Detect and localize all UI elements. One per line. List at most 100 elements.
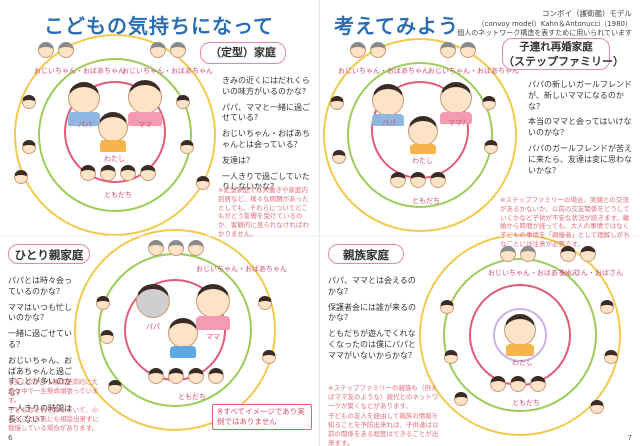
police-icon	[14, 170, 28, 184]
child-icon	[98, 112, 128, 142]
police-icon	[332, 150, 346, 164]
police-icon	[454, 392, 468, 406]
friend-icon	[430, 172, 446, 188]
credit-line-2: （convoy model）Kahn＆Antonucci（1980）	[477, 20, 632, 28]
question-4: おじいちゃん、おばあちゃんと過ごすことが多いのかな？	[8, 355, 72, 398]
grandparents-label: おじいちゃん・おばあちゃん	[34, 67, 125, 75]
papa-body	[372, 114, 404, 126]
right-bottom-section-label: 親族家庭	[328, 244, 404, 264]
left-top-section-label: （定型）家庭	[200, 42, 286, 64]
left-bottom-notes: ※多くのひとり親は経済的に大変な中で一生懸命頑張っています。 子どもはそれを知っ…	[8, 378, 104, 435]
left-headline: こどもの気持ちになって	[44, 14, 274, 38]
grandfather-icon	[148, 240, 164, 256]
worker-icon	[440, 300, 454, 314]
papa-icon	[372, 84, 404, 116]
note-2: 子どもはそれを知っていて、小さなことを気にも相談出来ずに我慢している場合がありま…	[8, 406, 99, 432]
mama-icon	[440, 82, 472, 114]
question-1: パパの新しいガールフレンドが、新しいママになるのかな？	[528, 80, 632, 111]
friend-icon	[100, 165, 116, 181]
papa-icon	[68, 82, 100, 114]
worker-icon	[100, 330, 114, 344]
friend-icon	[490, 376, 506, 392]
question-5: 一人きりの時間は長くない？	[8, 403, 72, 424]
question-2: パパ、ママと一緒に過ごせている？	[222, 102, 310, 123]
papa-label: パパ	[146, 323, 160, 331]
worker-icon	[484, 140, 498, 154]
left-bottom-questions: パパとは時々会っているのかな？ ママはいつも忙しいのかな？ 一緒に過ごせている？…	[8, 276, 74, 431]
me-label: わたし	[104, 155, 125, 163]
left-page: こどもの気持ちになって おじいちゃん・おばあちゃん おじいちゃん・おばあちゃん …	[0, 14, 320, 442]
worker-icon	[604, 350, 618, 364]
page-divider	[319, 0, 320, 446]
worker-icon	[22, 95, 36, 109]
papa-icon	[136, 284, 170, 318]
question-2: ママはいつも忙しいのかな？	[8, 302, 72, 323]
note-2: 子どもの友人を経由して親族の情報を知ることを予防出来れば、子供達は以前の関係をあ…	[328, 412, 439, 446]
child-icon	[168, 318, 198, 348]
uncle-icon	[560, 246, 576, 262]
friend-icon	[80, 165, 96, 181]
grandfather-icon	[38, 42, 54, 58]
friends-label: ともだち	[512, 399, 540, 407]
police-icon	[108, 380, 122, 394]
friends-label: ともだち	[412, 197, 440, 205]
child-body	[506, 344, 534, 356]
grandfather-icon	[150, 42, 166, 58]
worker-icon	[196, 176, 210, 190]
grandparents-label-2: おじいちゃん・おばあちゃん	[122, 67, 213, 75]
friend-icon	[188, 368, 204, 384]
grandfather-icon	[188, 240, 204, 256]
worker-icon	[258, 296, 272, 310]
child-icon	[504, 314, 536, 346]
friends-label: ともだち	[178, 393, 206, 401]
grandparents-label: おじいちゃん・おばあちゃん	[338, 67, 429, 75]
papa-body	[68, 112, 100, 126]
question-3: ともだちが遊んでくれなくなったのは僕にパパとママがいないからかな？	[328, 329, 416, 360]
worker-icon	[444, 350, 458, 364]
question-3: おじいちゃん・おばあちゃんとは会っている？	[222, 129, 310, 149]
question-2: 本当のママと会ってはいけないのかな？	[528, 117, 632, 138]
right-top-note: ※ステップファミリーの場合、実親との交流があるかないか、以前の交友関係をどうして…	[500, 196, 630, 248]
mama-label: ママ	[206, 333, 220, 341]
friend-icon	[390, 172, 406, 188]
friend-icon	[140, 165, 156, 181]
friend-icon	[510, 376, 526, 392]
question-5: 一人きりで過ごしていたりしないかな？	[222, 171, 310, 192]
relatives-label: おじさん・おばさん	[560, 269, 623, 277]
mama-icon	[128, 80, 162, 114]
question-2: 保護者会には誰が来るのかな？	[328, 302, 416, 323]
page-number-right: 7	[627, 434, 632, 442]
friend-icon	[148, 368, 164, 384]
worker-icon	[262, 350, 276, 364]
mama-body	[196, 316, 230, 330]
grandparents-label-2: おじいちゃん・おばあちゃん	[428, 67, 519, 75]
right-headline: 考えてみよう	[334, 14, 459, 38]
question-1: きみの近くにはだれくらいの味方がいるのかな？	[222, 76, 310, 96]
grandmother-icon	[170, 42, 186, 58]
disclaimer-callout: ※すべてイメージであり実例ではありません	[212, 404, 312, 430]
page-number-left: 6	[8, 434, 13, 442]
mama-label: ママ？	[448, 119, 469, 127]
right-bottom-notes: ※ステップファミリーの親族も（例えばママ友のような）親代とのネットワークが築くな…	[328, 384, 440, 446]
worker-icon	[176, 95, 190, 109]
grandfather-icon	[350, 42, 366, 58]
mama-label: ママ	[138, 121, 152, 129]
credit-line-3: 個人のネットワーク構造を表すために用いられています	[457, 29, 632, 37]
friend-icon	[208, 368, 224, 384]
grandmother-icon	[370, 42, 386, 58]
question-3: 一緒に過ごせている？	[8, 329, 72, 349]
friend-icon	[530, 376, 546, 392]
friend-icon	[410, 172, 426, 188]
worker-icon	[482, 96, 496, 110]
worker-icon	[330, 96, 344, 110]
question-4: 友達は？	[222, 155, 254, 165]
mama-body	[440, 112, 472, 124]
child-body	[170, 346, 196, 358]
left-top-note: ※定型家庭では共働きや家庭内別居など、様々な問題があったとしても、それらについて…	[218, 186, 309, 238]
child-icon	[408, 116, 438, 146]
worker-icon	[96, 296, 110, 310]
mama-body	[128, 112, 162, 126]
left-top-questions: きみの近くにはだれくらいの味方がいるのかな？ パパ、ママと一緒に過ごせている？ …	[222, 76, 314, 198]
question-1: パパとは時々会っているのかな？	[8, 276, 72, 296]
worker-icon	[180, 140, 194, 154]
